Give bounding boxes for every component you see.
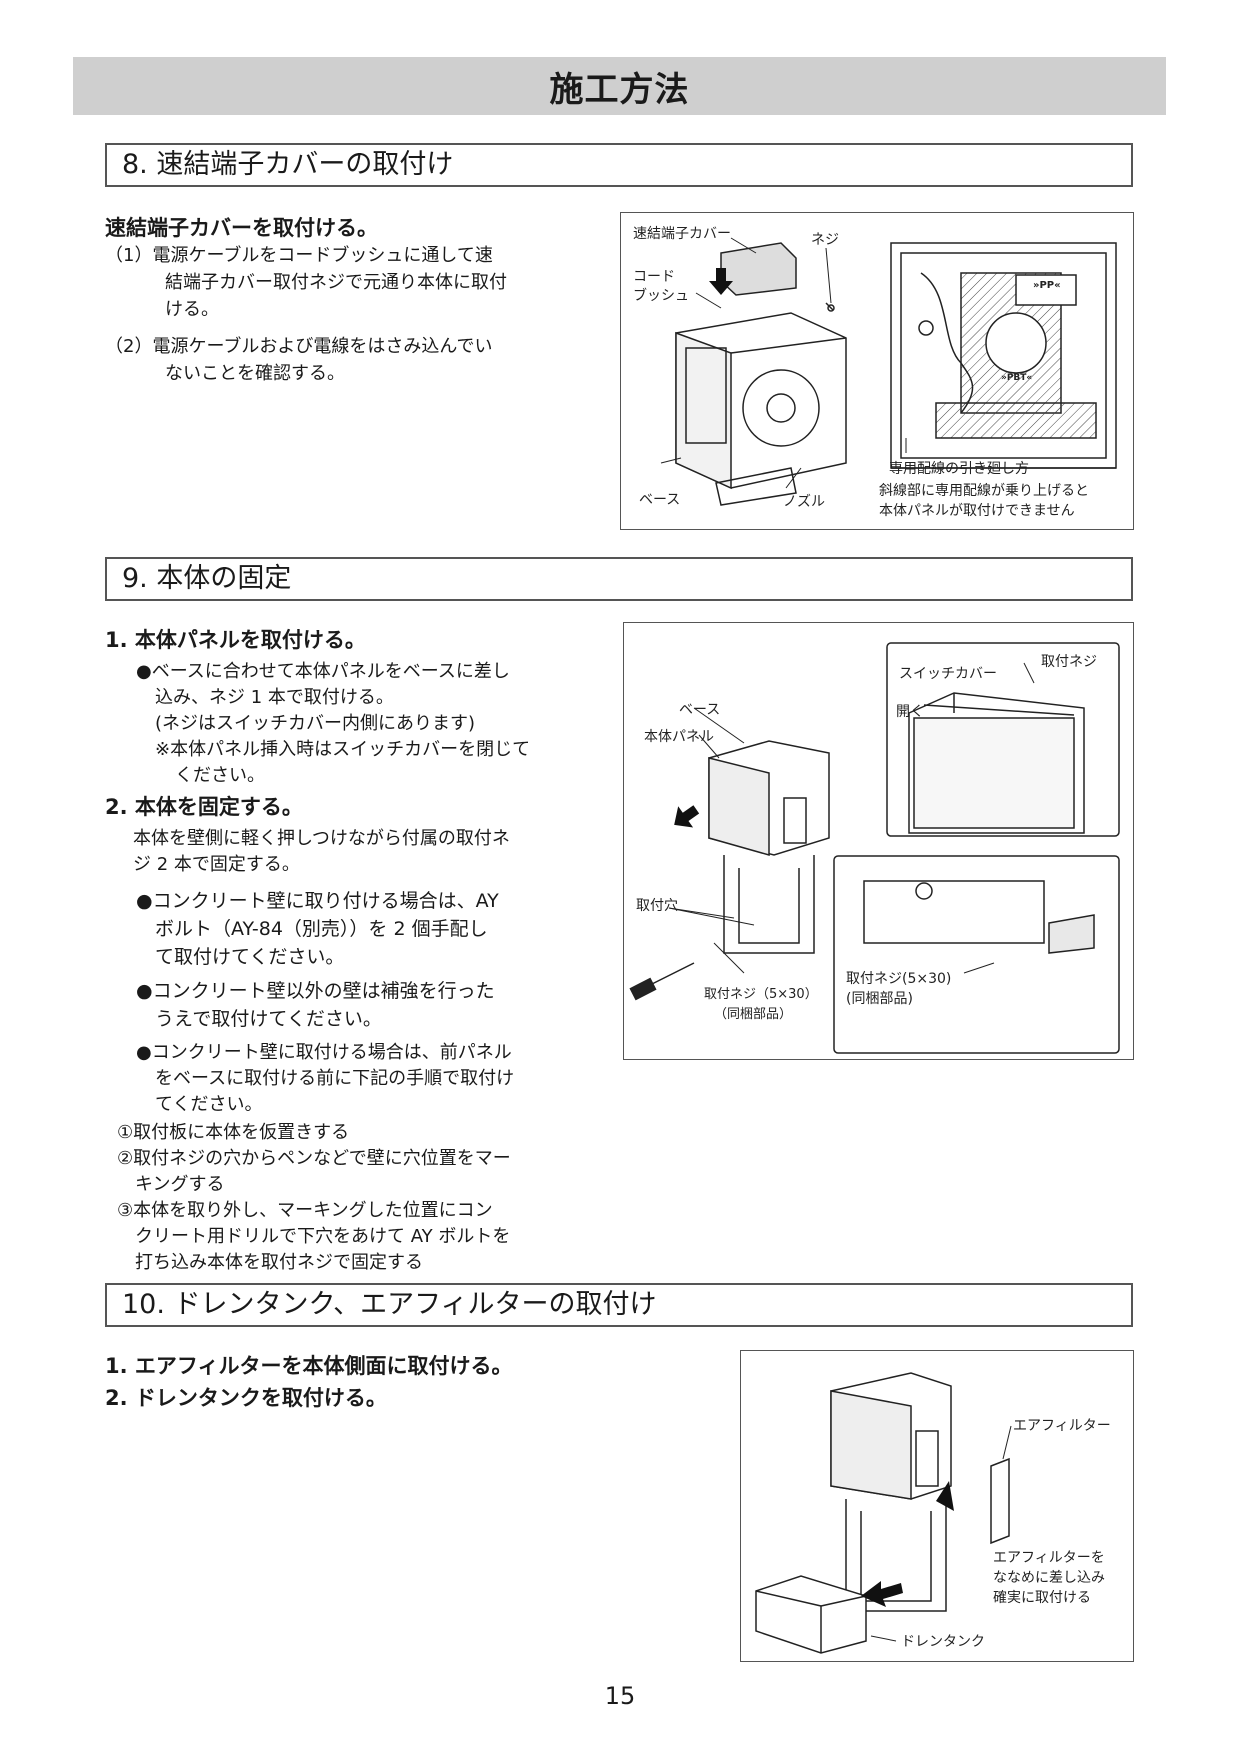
label-pbt-mark: »PBT« <box>1001 373 1033 383</box>
sec9-b1-line3: て取付けてください。 <box>155 946 345 968</box>
sec9-b1-line2: ボルト（AY-84（別売））を 2 個手配し <box>155 918 488 940</box>
sec8-item1-line2: 結端子カバー取付ネジで元通り本体に取付 <box>165 272 507 293</box>
label-screw-b-1: 取付ネジ(5×30) <box>846 971 952 987</box>
label-hole: 取付穴 <box>636 898 678 914</box>
sec9-b3-line1: ●コンクリート壁に取付ける場合は、前パネル <box>136 1042 512 1063</box>
sec8-item1-line3: ける。 <box>165 299 219 320</box>
sec9-circled-3-line2: クリート用ドリルで下穴をあけて AY ボルトを <box>135 1226 511 1247</box>
sec9-b1-line1: ●コンクリート壁に取り付ける場合は、AY <box>136 890 499 912</box>
sec9-circled-2-line1: ②取付ネジの穴からペンなどで壁に穴位置をマー <box>117 1148 511 1169</box>
sec9-s1-line3: (ネジはスイッチカバー内側にあります) <box>155 713 476 734</box>
sec9-circled-1: ①取付板に本体を仮置きする <box>117 1122 350 1143</box>
sec9-step2: 2. 本体を固定する。 <box>105 795 303 819</box>
sec9-b2-line1: ●コンクリート壁以外の壁は補強を行った <box>136 980 495 1002</box>
label-note-1: エアフィルターを <box>993 1550 1105 1566</box>
sec8-figure-drawing <box>660 237 1117 506</box>
label-screw: ネジ <box>811 232 839 248</box>
sec9-s2-line1: 本体を壁側に軽く押しつけながら付属の取付ネ <box>133 828 510 849</box>
section-9-title: 9. 本体の固定 <box>105 557 1133 601</box>
label-warning-2: 本体パネルが取付けできません <box>879 503 1075 519</box>
sec8-item2-line2: ないことを確認する。 <box>165 363 345 384</box>
sec8-figure: 速結端子カバー ネジ コード ブッシュ ベース ノズル »PP« »PBT« 専… <box>620 212 1134 530</box>
label-cord-1: コード <box>633 269 675 285</box>
label-note-3: 確実に取付ける <box>993 1590 1091 1606</box>
sec9-b2-line2: うえで取付けてください。 <box>155 1008 382 1030</box>
section-8-title: 8. 速結端子カバーの取付け <box>105 143 1133 187</box>
label-switch-cover: スイッチカバー <box>899 666 997 682</box>
sec9-s1-line4: ※本体パネル挿入時はスイッチカバーを閉じて <box>155 739 531 760</box>
sec9-circled-3-line3: 打ち込み本体を取付ネジで固定する <box>135 1252 423 1273</box>
label-open: 開く <box>896 704 924 720</box>
sec10-step2: 2. ドレンタンクを取付ける。 <box>105 1386 387 1410</box>
label-cover: 速結端子カバー <box>633 226 731 242</box>
sec9-step1: 1. 本体パネルを取付ける。 <box>105 628 366 652</box>
sec9-circled-2-line2: キングする <box>135 1174 225 1195</box>
sec9-figure: スイッチカバー 取付ネジ 開く ベース 本体パネル 取付穴 取付ネジ（5×30）… <box>623 622 1134 1060</box>
sec9-b3-line3: てください。 <box>155 1094 263 1115</box>
page-title-banner: 施工方法 <box>73 57 1166 115</box>
label-base: ベース <box>639 492 681 508</box>
sec9-s1-line5: ください。 <box>175 765 265 786</box>
page-number: 15 <box>604 1682 636 1710</box>
label-screw-a-1: 取付ネジ（5×30） <box>704 987 818 1002</box>
label-filter: エアフィルター <box>1013 1418 1111 1434</box>
label-note-2: ななめに差し込み <box>993 1570 1105 1586</box>
sec9-s1-line2: 込み、ネジ 1 本で取付ける。 <box>155 687 394 708</box>
label-screw-a-2: （同梱部品） <box>714 1007 793 1022</box>
sec8-item1-line1: （1）電源ケーブルをコードブッシュに通して速 <box>105 245 493 266</box>
label-pp-mark: »PP« <box>1033 280 1061 291</box>
sec9-s2-line2: ジ 2 本で固定する。 <box>133 854 300 875</box>
sec9-figure-drawing <box>629 642 1120 1054</box>
sec8-item2-line1: （2）電源ケーブルおよび電線をはさみ込んでい <box>105 336 493 357</box>
sec9-s1-line1: ●ベースに合わせて本体パネルをベースに差し <box>136 661 510 682</box>
sec10-figure-drawing <box>755 1372 1012 1654</box>
label-routing: 専用配線の引き廻し方 <box>889 461 1029 477</box>
label-warning-1: 斜線部に専用配線が乗り上げると <box>879 483 1089 499</box>
label-cord-2: ブッシュ <box>633 288 689 304</box>
label-panel: 本体パネル <box>644 729 714 745</box>
sec10-figure: エアフィルター エアフィルターを ななめに差し込み 確実に取付ける ドレンタンク <box>740 1350 1134 1662</box>
section-10-title: 10. ドレンタンク、エアフィルターの取付け <box>105 1283 1133 1327</box>
sec9-circled-3-line1: ③本体を取り外し、マーキングした位置にコン <box>117 1200 493 1221</box>
label-tank: ドレンタンク <box>901 1634 985 1650</box>
page-title: 施工方法 <box>549 69 690 110</box>
label-base: ベース <box>679 702 721 718</box>
label-screw-b-2: (同梱部品) <box>846 991 913 1007</box>
sec10-step1: 1. エアフィルターを本体側面に取付ける。 <box>105 1354 513 1378</box>
label-nozzle: ノズル <box>783 494 825 510</box>
label-screw-top: 取付ネジ <box>1041 654 1097 670</box>
sec8-heading: 速結端子カバーを取付ける。 <box>105 216 378 240</box>
sec9-b3-line2: をベースに取付ける前に下記の手順で取付け <box>155 1068 515 1089</box>
